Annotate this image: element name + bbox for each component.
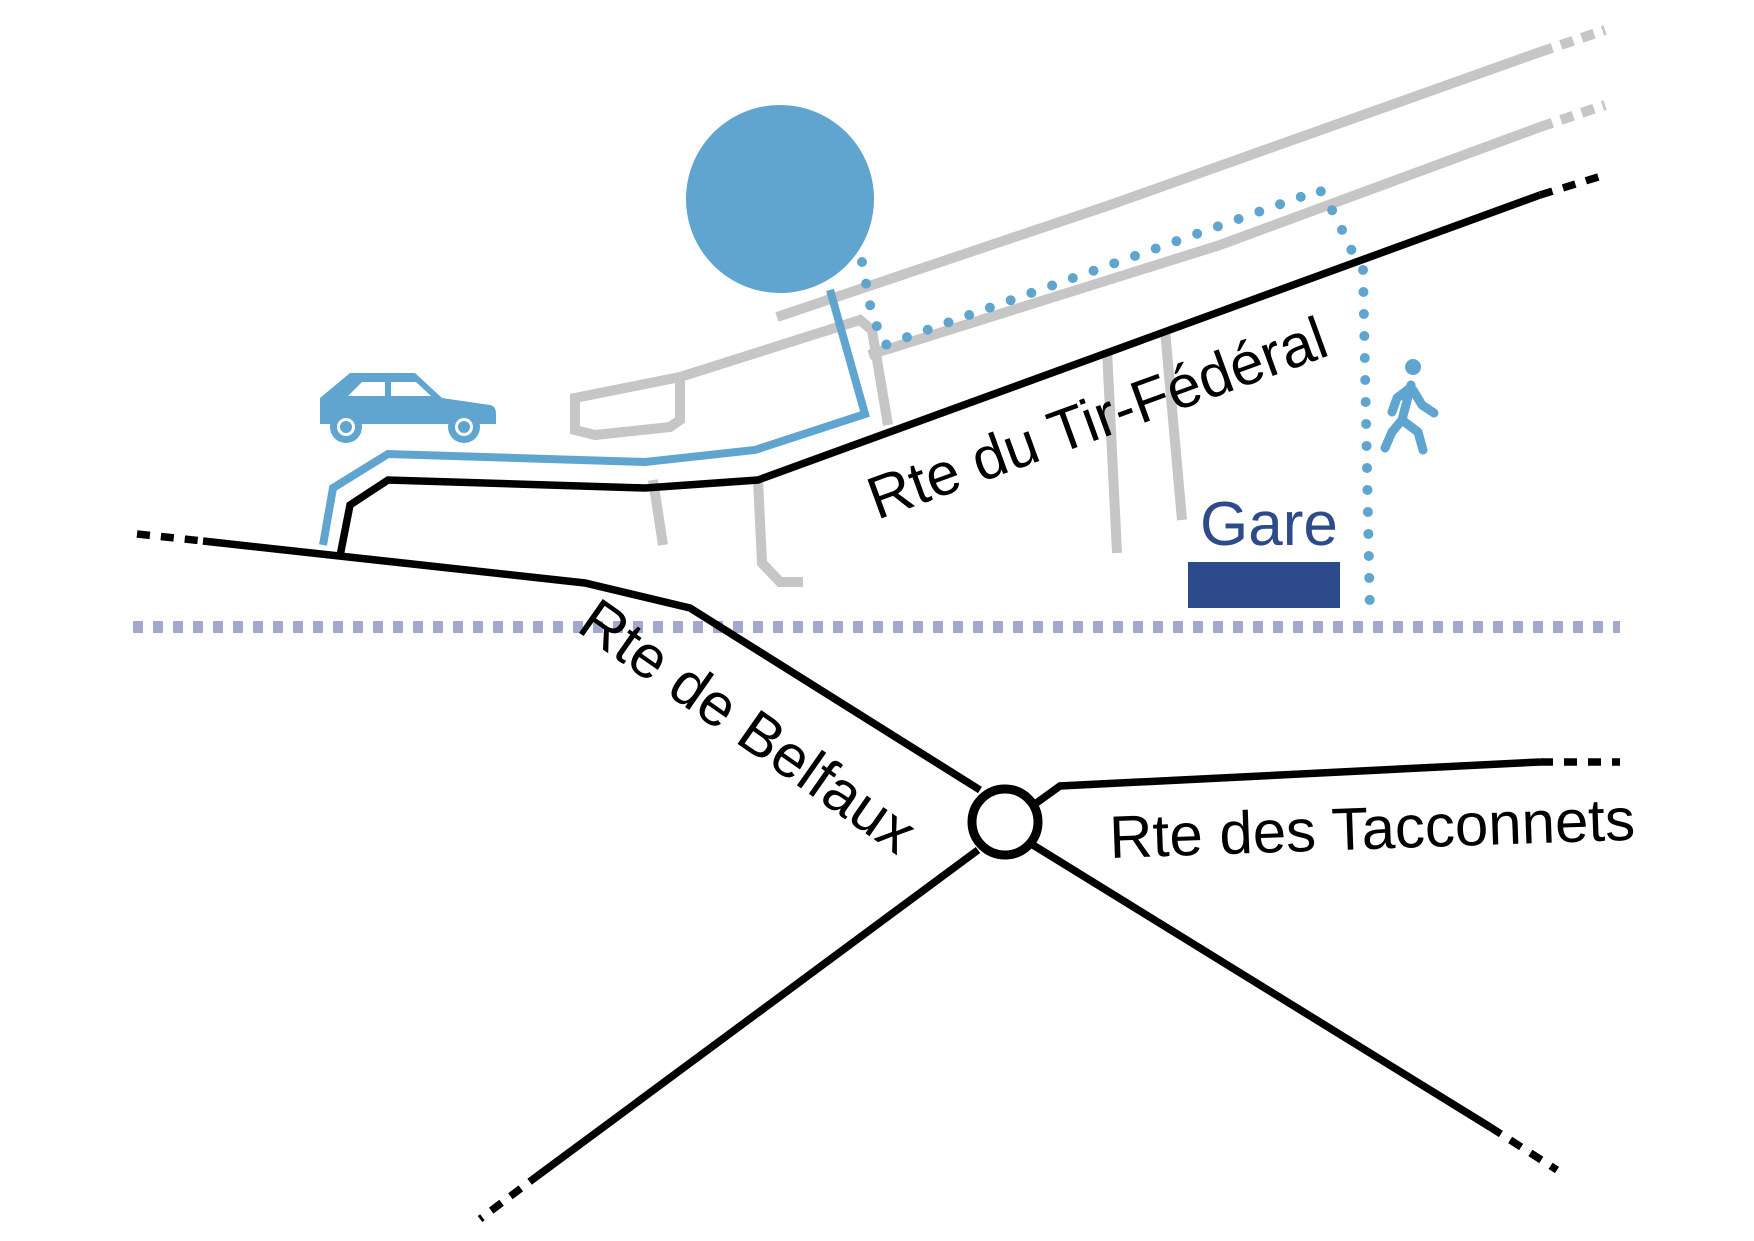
minor-road-upper xyxy=(775,47,1542,322)
minor-road-stub-4 xyxy=(1160,329,1187,521)
road-label-tacconnets: Rte des Tacconnets xyxy=(1108,786,1636,871)
road-southeast xyxy=(1031,841,1492,1131)
road-belfaux xyxy=(202,537,982,794)
road-tir-federal xyxy=(336,191,1542,557)
pedestrian-path-upper xyxy=(857,183,1365,352)
minor-roads xyxy=(570,25,1607,587)
main-roads xyxy=(136,170,1620,1222)
minor-road-stub-2 xyxy=(753,479,803,587)
road-tir-federal-continuation xyxy=(1538,170,1610,199)
road-southwest xyxy=(537,846,981,1178)
minor-road-middle-dots xyxy=(1538,100,1607,132)
road-west-continuation xyxy=(136,530,204,545)
minor-road-upper-dots xyxy=(1538,25,1607,57)
road-southeast-continuation xyxy=(1487,1123,1560,1174)
pedestrian-path-to-station xyxy=(1358,265,1375,620)
minor-road-stub-3 xyxy=(1102,349,1122,554)
minor-road-connector xyxy=(678,314,893,426)
road-southwest-continuation xyxy=(477,1171,543,1222)
car-icon xyxy=(320,373,496,443)
minor-road-middle xyxy=(867,122,1542,360)
road-tacconnets xyxy=(1032,758,1541,808)
destination-circle-icon xyxy=(686,105,874,293)
station-label: Gare xyxy=(1200,490,1338,559)
car-access-route xyxy=(319,288,870,546)
minor-road-parking-loop xyxy=(570,372,685,441)
pedestrian-icon xyxy=(1380,359,1439,455)
station-platform xyxy=(1188,562,1340,608)
roundabout-icon xyxy=(967,784,1043,860)
